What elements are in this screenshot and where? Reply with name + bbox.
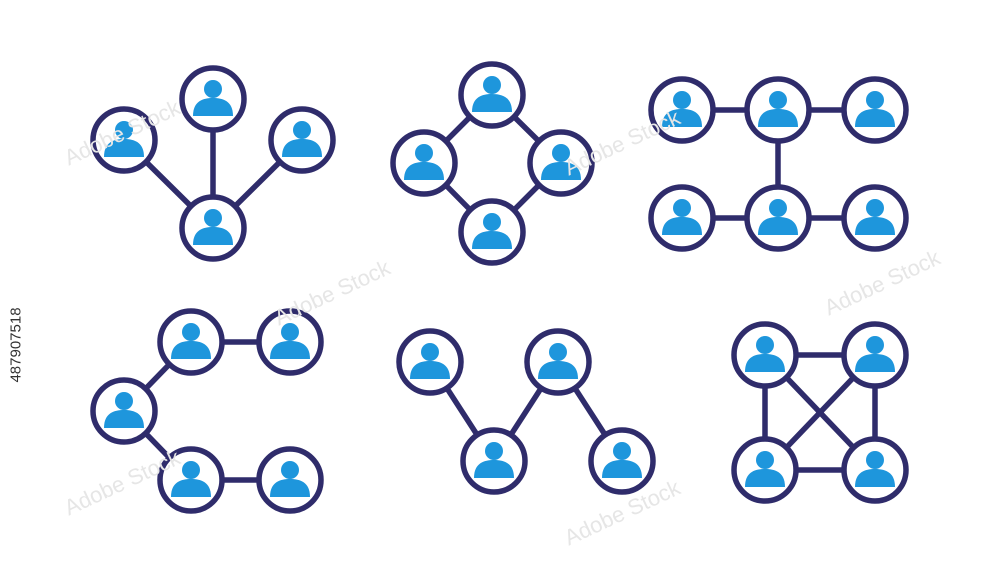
mesh-network-icon	[734, 324, 906, 501]
person-node-icon	[734, 439, 796, 501]
person-node-icon	[93, 380, 155, 442]
person-node-icon	[259, 311, 321, 373]
person-node-icon	[259, 449, 321, 511]
person-node-icon	[182, 68, 244, 130]
person-node-icon	[844, 79, 906, 141]
person-node-icon	[844, 439, 906, 501]
person-node-icon	[844, 324, 906, 386]
person-node-icon	[160, 449, 222, 511]
stock-id-label: 487907518	[4, 250, 28, 440]
chain-network-icon	[93, 311, 321, 511]
person-node-icon	[271, 109, 333, 171]
person-node-icon	[747, 79, 809, 141]
person-node-icon	[399, 331, 461, 393]
tree-network-icon	[93, 68, 333, 259]
person-node-icon	[651, 79, 713, 141]
person-node-icon	[93, 109, 155, 171]
person-node-icon	[160, 311, 222, 373]
person-node-icon	[393, 132, 455, 194]
person-node-icon	[530, 132, 592, 194]
person-node-icon	[591, 430, 653, 492]
person-node-icon	[747, 187, 809, 249]
zigzag-network-icon	[399, 331, 653, 492]
person-node-icon	[527, 331, 589, 393]
person-node-icon	[461, 201, 523, 263]
person-node-icon	[734, 324, 796, 386]
person-node-icon	[463, 430, 525, 492]
person-node-icon	[182, 197, 244, 259]
ladder-network-icon	[651, 79, 906, 249]
stock-id-text: 487907518	[7, 307, 25, 383]
person-node-icon	[844, 187, 906, 249]
person-node-icon	[651, 187, 713, 249]
person-node-icon	[461, 64, 523, 126]
ring-network-icon	[393, 64, 592, 263]
